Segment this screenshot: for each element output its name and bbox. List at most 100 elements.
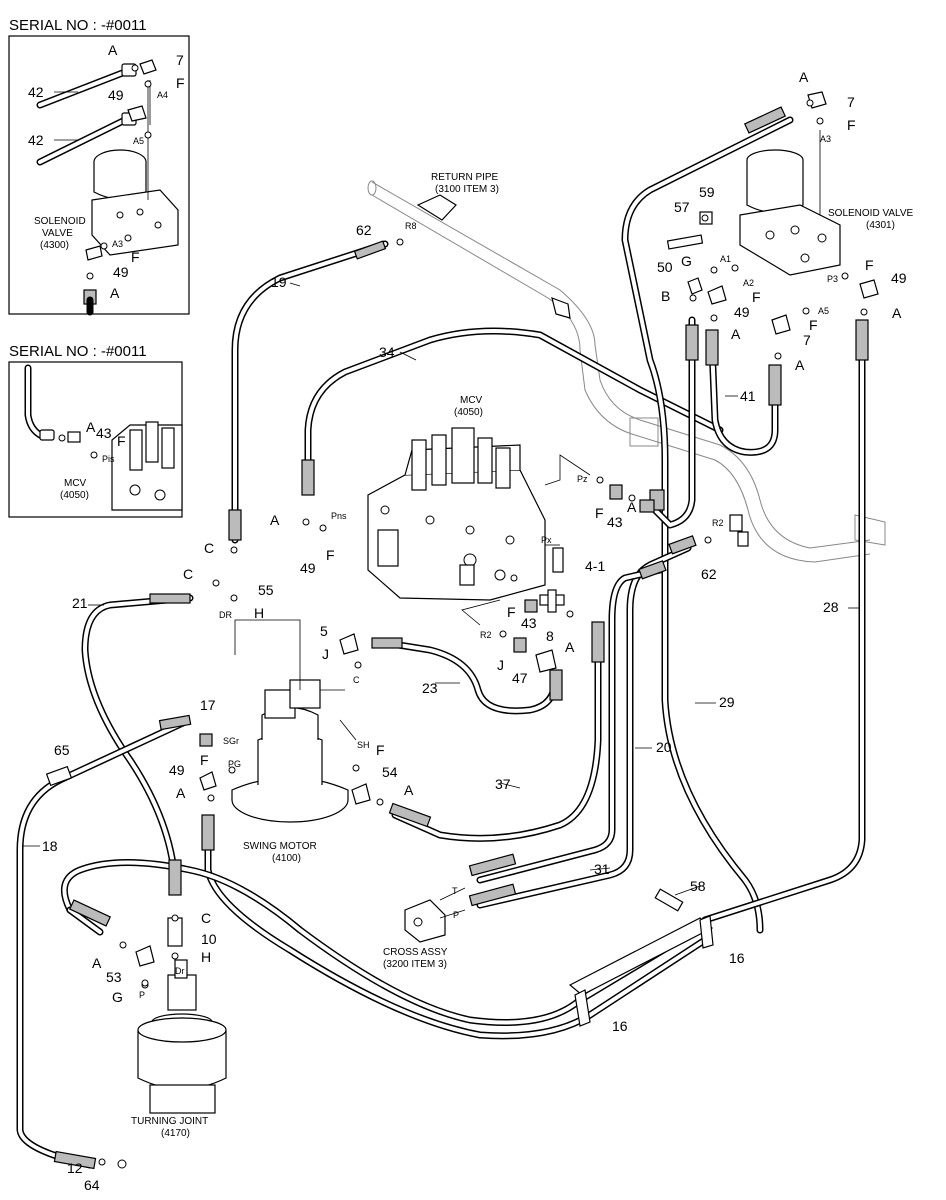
mcv-l1: MCV: [460, 395, 483, 406]
callout-c-a: C: [204, 540, 214, 556]
turning-joint-l1: TURNING JOINT: [131, 1116, 208, 1127]
solenoid-valve-inset-l1: SOLENOID: [34, 216, 86, 227]
callout-h-b: H: [201, 949, 211, 965]
inset1-a5: A5: [133, 136, 144, 146]
callout-a-h: A: [176, 785, 186, 801]
callout-a5: A5: [818, 306, 829, 316]
callout-h: H: [254, 605, 264, 621]
callout-g-b: G: [112, 989, 123, 1005]
callout-29: 29: [719, 694, 735, 710]
callout-28: 28: [823, 599, 839, 615]
mcv-4050: [367, 427, 655, 673]
callout-a-b: A: [731, 326, 741, 342]
callout-49-d: 49: [169, 762, 185, 778]
inset1-f-bottom: F: [131, 249, 140, 265]
callout-f-i: F: [376, 742, 385, 758]
callout-54: 54: [382, 764, 398, 780]
callout-16-a: 16: [729, 950, 745, 966]
callout-r8: R8: [405, 221, 417, 231]
callout-r2-a: R2: [712, 518, 724, 528]
callout-r2-b: R2: [480, 630, 492, 640]
callout-a-i: A: [404, 782, 414, 798]
callout-16-b: 16: [612, 1018, 628, 1034]
callout-41: 41: [740, 388, 756, 404]
inset1-a3: A3: [112, 239, 123, 249]
serial-label-mid: SERIAL NO : -#0011: [9, 343, 147, 360]
callout-c-c: C: [353, 675, 360, 685]
callout-t: T: [452, 886, 458, 896]
mcv-l2: (4050): [454, 407, 483, 418]
solenoid-valve-l1: SOLENOID VALVE: [828, 208, 914, 219]
callout-a-f: A: [270, 512, 280, 528]
solenoid-valve-inset-l2: VALVE: [42, 228, 73, 239]
return-pipe-l1: RETURN PIPE: [431, 172, 499, 183]
inset1-49-bottom: 49: [113, 264, 129, 280]
inset2-mcv-l1: MCV: [64, 478, 87, 489]
callout-sgr: SGr: [223, 736, 239, 746]
callout-a-g: A: [565, 639, 575, 655]
callout-a-j: A: [92, 955, 102, 971]
callout-8: 8: [546, 628, 554, 644]
inset1-a4: A4: [157, 90, 168, 100]
leader-lines: [22, 282, 860, 896]
callout-10: 10: [201, 931, 217, 947]
callout-37: 37: [495, 776, 511, 792]
callout-pg: PG: [228, 759, 241, 769]
inset-box-solenoid: [8, 35, 190, 315]
callout-53: 53: [106, 969, 122, 985]
callout-f-g: F: [507, 604, 516, 620]
callout-7-b: 7: [803, 332, 811, 348]
callout-34: 34: [379, 344, 395, 360]
inset2-43: 43: [96, 425, 112, 441]
callout-59: 59: [699, 184, 715, 200]
turning-joint-4170: [135, 917, 227, 1114]
inset2-mcv-l2: (4050): [60, 490, 89, 501]
callout-dr: DR: [219, 610, 232, 620]
orings: [98, 99, 868, 1169]
callout-sh: SH: [357, 740, 370, 750]
callout-23: 23: [422, 680, 438, 696]
callout-dr-b: Dr: [175, 966, 185, 976]
inset1-a-bottom: A: [110, 285, 120, 301]
inset-solenoid-drawing: [36, 59, 179, 316]
inset-mcv-drawing: [24, 364, 183, 511]
callout-pz: Pz: [577, 474, 588, 484]
callout-4-1: 4-1: [585, 558, 605, 574]
hoses: [16, 116, 866, 1169]
callout-49-a: 49: [734, 304, 750, 320]
callout-a-e: A: [627, 499, 637, 515]
return-pipe: [367, 180, 886, 563]
callout-65: 65: [54, 742, 70, 758]
callout-a1: A1: [720, 254, 731, 264]
inset1-7: 7: [176, 52, 184, 68]
solenoid-valve-inset-l3: (4300): [40, 240, 69, 251]
callout-62-b: 62: [701, 566, 717, 582]
callout-a-c: A: [892, 305, 902, 321]
callout-43-a: 43: [607, 514, 623, 530]
callout-p-small: P: [139, 990, 145, 1000]
callout-px: Px: [541, 535, 552, 545]
callout-j-a: J: [322, 646, 329, 662]
inset1-42a: 42: [28, 84, 44, 100]
callout-p3: P3: [827, 274, 838, 284]
callout-f-f: F: [326, 547, 335, 563]
callout-p: P: [453, 910, 459, 920]
callout-f-b: F: [752, 289, 761, 305]
callout-19: 19: [271, 274, 287, 290]
swing-motor-l1: SWING MOTOR: [243, 841, 317, 852]
inset1-f-top: F: [176, 75, 185, 91]
callout-b: B: [661, 288, 670, 304]
callout-64: 64: [84, 1177, 100, 1193]
clamps: [568, 888, 714, 1027]
callout-31: 31: [594, 861, 610, 877]
callout-a3: A3: [820, 134, 831, 144]
callout-62-top: 62: [356, 222, 372, 238]
callout-f-e: F: [595, 505, 604, 521]
callout-55: 55: [258, 582, 274, 598]
swing-motor-4100: [199, 619, 371, 823]
callout-a-top: A: [799, 69, 809, 85]
cross-assy-l2: (3200 ITEM 3): [383, 959, 447, 970]
callout-49-b: 49: [891, 270, 907, 286]
callout-7-top: 7: [847, 94, 855, 110]
callout-c-d: C: [201, 910, 211, 926]
